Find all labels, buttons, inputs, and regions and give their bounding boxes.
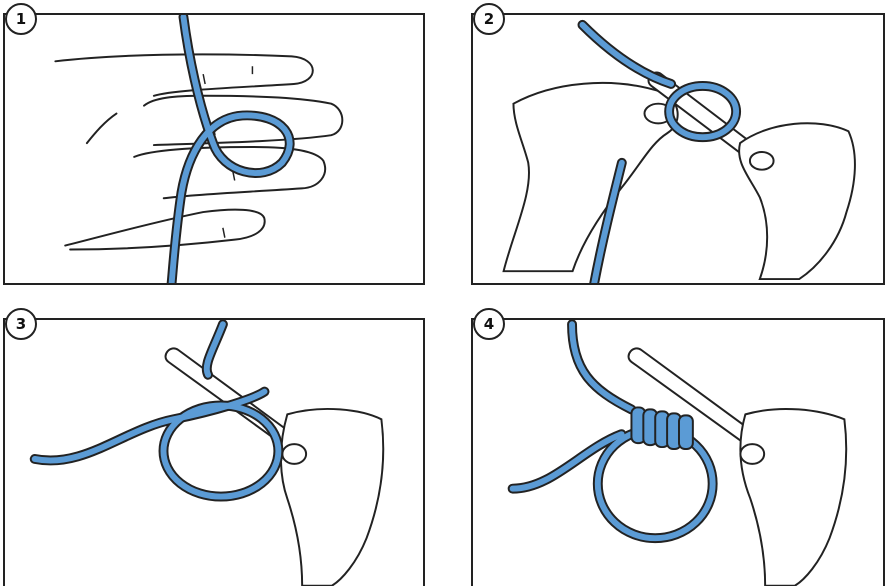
ring-finger <box>134 147 325 198</box>
thumbnail <box>282 444 306 464</box>
step-number-badge-3: 3 <box>5 308 37 340</box>
step-number-4: 4 <box>484 315 494 333</box>
step-number-2: 2 <box>484 10 494 28</box>
thumb-line <box>87 114 117 144</box>
step-1-illustration <box>5 15 423 283</box>
step-2-illustration <box>473 15 883 283</box>
yarn-strand <box>35 324 279 496</box>
right-hand <box>281 409 383 586</box>
stitch-cluster <box>631 407 692 449</box>
step-3-panel <box>3 318 425 586</box>
index-finger <box>55 54 312 95</box>
middle-finger <box>144 96 342 145</box>
step-3-illustration <box>5 320 423 586</box>
step-4-panel <box>471 318 885 586</box>
right-hand <box>740 409 846 586</box>
step-number-badge-1: 1 <box>5 3 37 35</box>
little-finger <box>65 210 264 250</box>
step-number-badge-4: 4 <box>473 308 505 340</box>
step-4-illustration <box>473 320 883 586</box>
thumbnail <box>740 444 764 464</box>
step-number-1: 1 <box>16 10 26 28</box>
step-2-panel <box>471 13 885 285</box>
right-hand <box>739 123 855 279</box>
step-number-3: 3 <box>16 315 26 333</box>
step-number-badge-2: 2 <box>473 3 505 35</box>
step-1-panel <box>3 13 425 285</box>
right-thumbnail <box>750 152 774 170</box>
